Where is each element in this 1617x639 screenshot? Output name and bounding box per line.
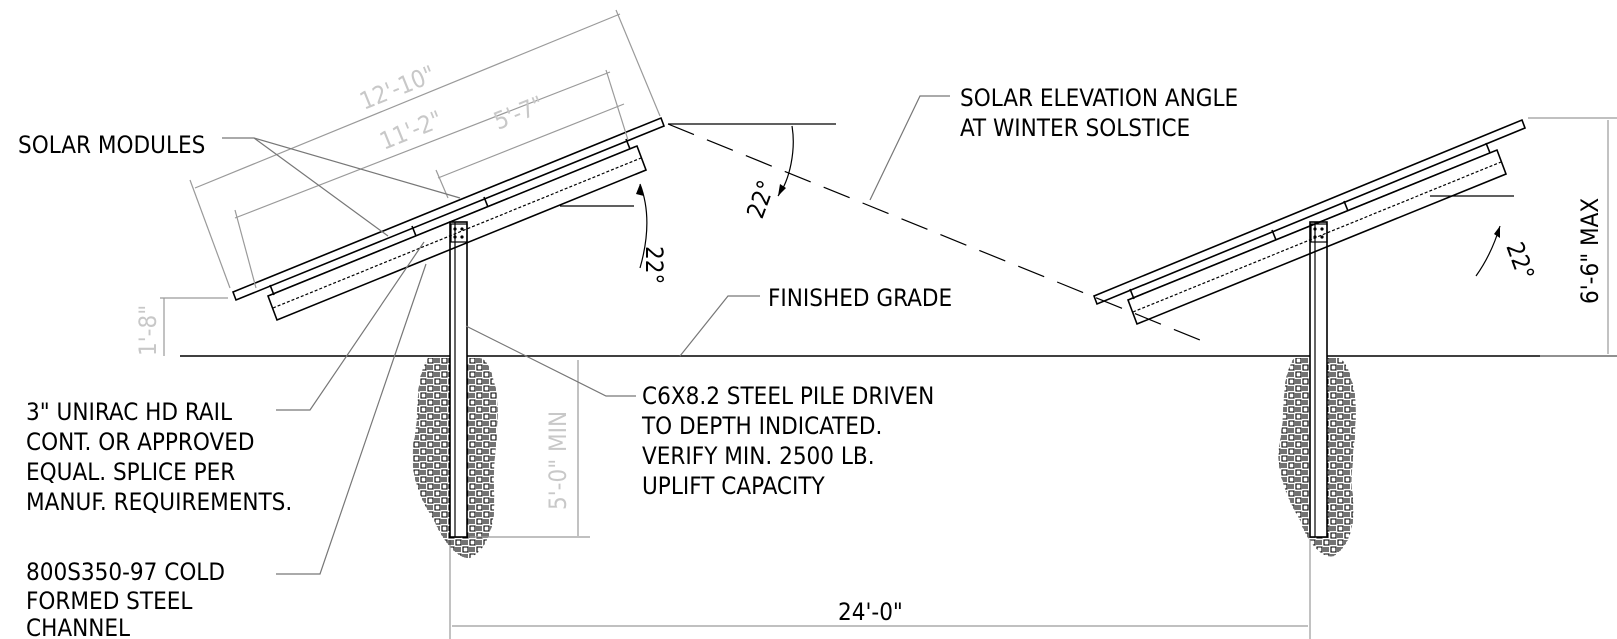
solar-elevation-label-line2: AT WINTER SOLSTICE	[960, 114, 1190, 142]
channel-label-line1: 800S350-97 COLD	[26, 558, 225, 586]
channel-label-line2: FORMED STEEL	[26, 587, 192, 615]
left-pile	[449, 221, 468, 538]
solar-elevation-label-line1: SOLAR ELEVATION ANGLE	[960, 84, 1238, 112]
pile-label-line1: C6X8.2 STEEL PILE DRIVEN	[642, 382, 934, 410]
rail-label-line3: EQUAL. SPLICE PER	[26, 458, 235, 486]
dim-row-spacing: 24'-0"	[838, 598, 903, 626]
dim-array-length: 12'-10"	[356, 60, 439, 115]
dim-embed-depth: 5'-0" MIN	[544, 411, 572, 510]
rail-label-line2: CONT. OR APPROVED	[26, 428, 255, 456]
right-tilt-angle: 22°	[1500, 238, 1539, 284]
solar-modules-label: SOLAR MODULES	[18, 131, 205, 159]
finished-grade-label: FINISHED GRADE	[768, 284, 952, 312]
dim-max-height: 6'-6" MAX	[1576, 198, 1604, 304]
pile-label-line4: UPLIFT CAPACITY	[642, 472, 826, 500]
right-pile	[1309, 221, 1328, 538]
dim-module-length: 5'-7"	[490, 90, 548, 135]
solar-elevation-angle: 22°	[741, 177, 780, 223]
pile-label-line3: VERIFY MIN. 2500 LB.	[642, 442, 875, 470]
left-steel-channel	[266, 144, 648, 322]
left-tilt-angle: 22°	[640, 246, 668, 284]
dim-clearance: 1'-8"	[134, 305, 162, 356]
right-steel-channel	[1126, 148, 1508, 326]
max-height-dimension: 6'-6" MAX	[1528, 117, 1617, 357]
pile-label-line2: TO DEPTH INDICATED.	[641, 412, 882, 440]
solar-sight-line	[667, 123, 1201, 341]
right-array: 22°	[1092, 118, 1540, 557]
rail-label-line1: 3" UNIRAC HD RAIL	[26, 398, 232, 426]
right-solar-module	[1092, 118, 1527, 306]
row-spacing-dimension: 24'-0"	[449, 540, 1311, 639]
left-array: 22°	[231, 116, 668, 559]
leaders	[222, 95, 950, 575]
dim-rail-length: 11'-2"	[376, 105, 447, 155]
channel-label-line3: CHANNEL	[26, 614, 130, 639]
rail-label-line4: MANUF. REQUIREMENTS.	[26, 488, 292, 516]
left-solar-module	[231, 116, 666, 302]
